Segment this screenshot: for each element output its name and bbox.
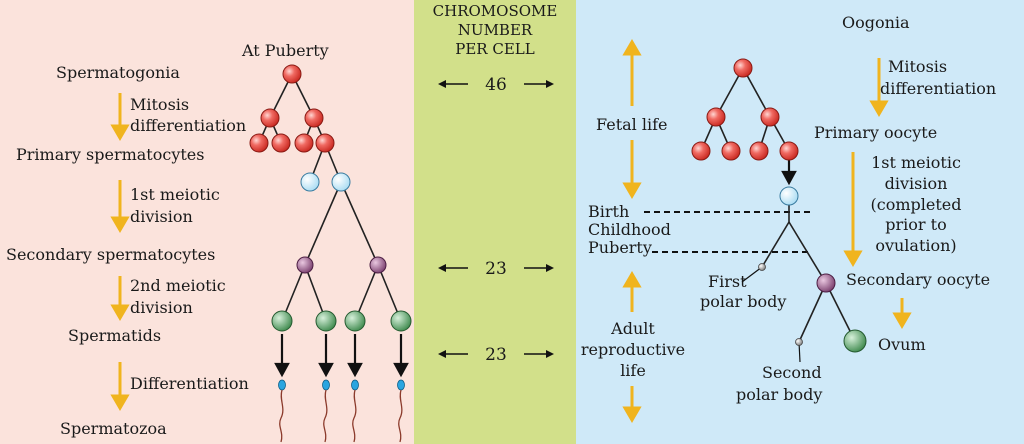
chromosome-count-46: 46 <box>485 75 507 95</box>
oogonium-cell <box>733 58 753 78</box>
chromosome-header-1: CHROMOSOME <box>433 2 558 20</box>
spermatid-cell <box>390 310 412 332</box>
label-fetal-life: Fetal life <box>596 115 668 134</box>
spermatogenesis-stage-arrows <box>110 93 130 411</box>
label-second-meiotic-division: division <box>130 298 193 317</box>
first-polar-body-cell <box>758 263 766 271</box>
spermatogonium-cell <box>282 64 302 84</box>
chromosome-header-3: PER CELL <box>455 40 534 58</box>
label-secondary-spermatocytes: Secondary spermatocytes <box>6 245 215 264</box>
spermatid-cell <box>315 310 337 332</box>
label-childhood: Childhood <box>588 220 671 239</box>
oogenesis-meiotic-labels: 1st meiotic division (completed prior to… <box>871 153 962 255</box>
label-first-meiotic-oo-5: ovulation) <box>875 236 956 255</box>
label-adult: Adult <box>610 319 655 338</box>
spermatogonium-cells <box>249 64 335 153</box>
label-primary-spermatocytes: Primary spermatocytes <box>16 145 204 164</box>
primary-spermatocyte-cell <box>331 172 351 192</box>
secondary-spermatocyte-cells <box>296 256 387 274</box>
spermatogonium-cell <box>271 133 291 153</box>
chromosome-arrows <box>438 80 554 358</box>
spermatozoon <box>351 379 359 443</box>
spermatogenesis-tree-lines <box>258 73 402 322</box>
label-puberty: Puberty <box>588 238 652 257</box>
chromosome-count-23-b: 23 <box>485 345 507 365</box>
oocyte-descend-arrow <box>781 160 797 186</box>
secondary-oocyte-cell <box>816 273 836 293</box>
spermatozoa-group <box>278 379 405 443</box>
label-first-polar: First <box>708 272 747 291</box>
label-birth: Birth <box>588 202 629 221</box>
label-reproductive: reproductive <box>581 340 685 359</box>
spermatid-to-sperm-arrows <box>274 334 409 378</box>
label-spermatids: Spermatids <box>68 326 161 345</box>
ovum-cell <box>843 329 867 353</box>
first-polar-pointer <box>741 266 763 283</box>
label-first-meiotic: 1st meiotic <box>130 185 220 204</box>
timeline-dashed-lines <box>644 211 812 253</box>
label-oogonia: Oogonia <box>842 13 910 32</box>
label-first-meiotic-oo-4: prior to <box>885 215 946 234</box>
spermatozoon <box>322 379 330 443</box>
label-differentiation-oo: differentiation <box>880 79 996 98</box>
spermatozoon <box>278 379 286 443</box>
primary-spermatocyte-cell <box>300 172 320 192</box>
spermatogenesis-labels: At Puberty Spermatogonia Mitosis differe… <box>6 41 329 438</box>
label-first-meiotic-oo-3: (completed <box>871 195 962 214</box>
label-first-meiotic-oo: 1st meiotic <box>871 153 961 172</box>
chromosome-column: CHROMOSOME NUMBER PER CELL <box>433 2 558 58</box>
spermatogonium-cell <box>260 108 280 128</box>
label-mitosis: Mitosis <box>130 95 189 114</box>
spermatogonium-cell <box>249 133 269 153</box>
secondary-spermatocyte-cell <box>296 256 314 274</box>
spermatogonium-cell <box>294 133 314 153</box>
label-second-polar-body: polar body <box>736 385 822 404</box>
label-differentiation: differentiation <box>130 116 246 135</box>
spermatid-cell <box>271 310 293 332</box>
label-differentiation-2: Differentiation <box>130 374 249 393</box>
spermatozoon <box>397 379 405 443</box>
secondary-spermatocyte-cell <box>369 256 387 274</box>
oogenesis-adult-labels: Adult reproductive life <box>581 319 685 380</box>
label-spermatogonia: Spermatogonia <box>56 63 180 82</box>
oogonium-cell <box>749 141 769 161</box>
label-ovum: Ovum <box>878 335 926 354</box>
spermatogonium-cell <box>304 108 324 128</box>
label-first-meiotic-division: division <box>130 207 193 226</box>
oogenesis-labels: Oogonia Mitosis differentiation Fetal li… <box>588 13 996 404</box>
label-second-polar: Second <box>762 363 822 382</box>
label-life: life <box>620 361 646 380</box>
label-second-meiotic: 2nd meiotic <box>130 276 226 295</box>
oogenesis-stage-arrows <box>622 39 912 423</box>
oogonium-cell <box>760 107 780 127</box>
middle-panel <box>414 0 576 444</box>
second-polar-body-cell <box>795 338 803 346</box>
oogonium-cells <box>691 58 799 161</box>
label-first-polar-body: polar body <box>700 292 786 311</box>
chromosome-count-23-a: 23 <box>485 259 507 279</box>
left-panel <box>0 0 414 444</box>
oogonium-cell <box>691 141 711 161</box>
label-spermatozoa: Spermatozoa <box>60 419 167 438</box>
label-at-puberty: At Puberty <box>241 41 329 60</box>
oogonium-cell <box>779 141 799 161</box>
primary-spermatocyte-cells <box>300 172 351 192</box>
label-secondary-oocyte: Secondary oocyte <box>846 270 990 289</box>
spermatogonium-cell <box>315 133 335 153</box>
label-primary-oocyte: Primary oocyte <box>814 123 937 142</box>
oogonium-cell <box>721 141 741 161</box>
spermatid-cell <box>344 310 366 332</box>
right-panel <box>576 0 1024 444</box>
chromosome-header-2: NUMBER <box>458 21 533 39</box>
primary-oocyte-cell <box>779 186 799 206</box>
label-mitosis-oo: Mitosis <box>888 57 947 76</box>
label-first-meiotic-oo-2: division <box>885 174 948 193</box>
oogonium-cell <box>706 107 726 127</box>
spermatid-cells <box>271 310 412 332</box>
